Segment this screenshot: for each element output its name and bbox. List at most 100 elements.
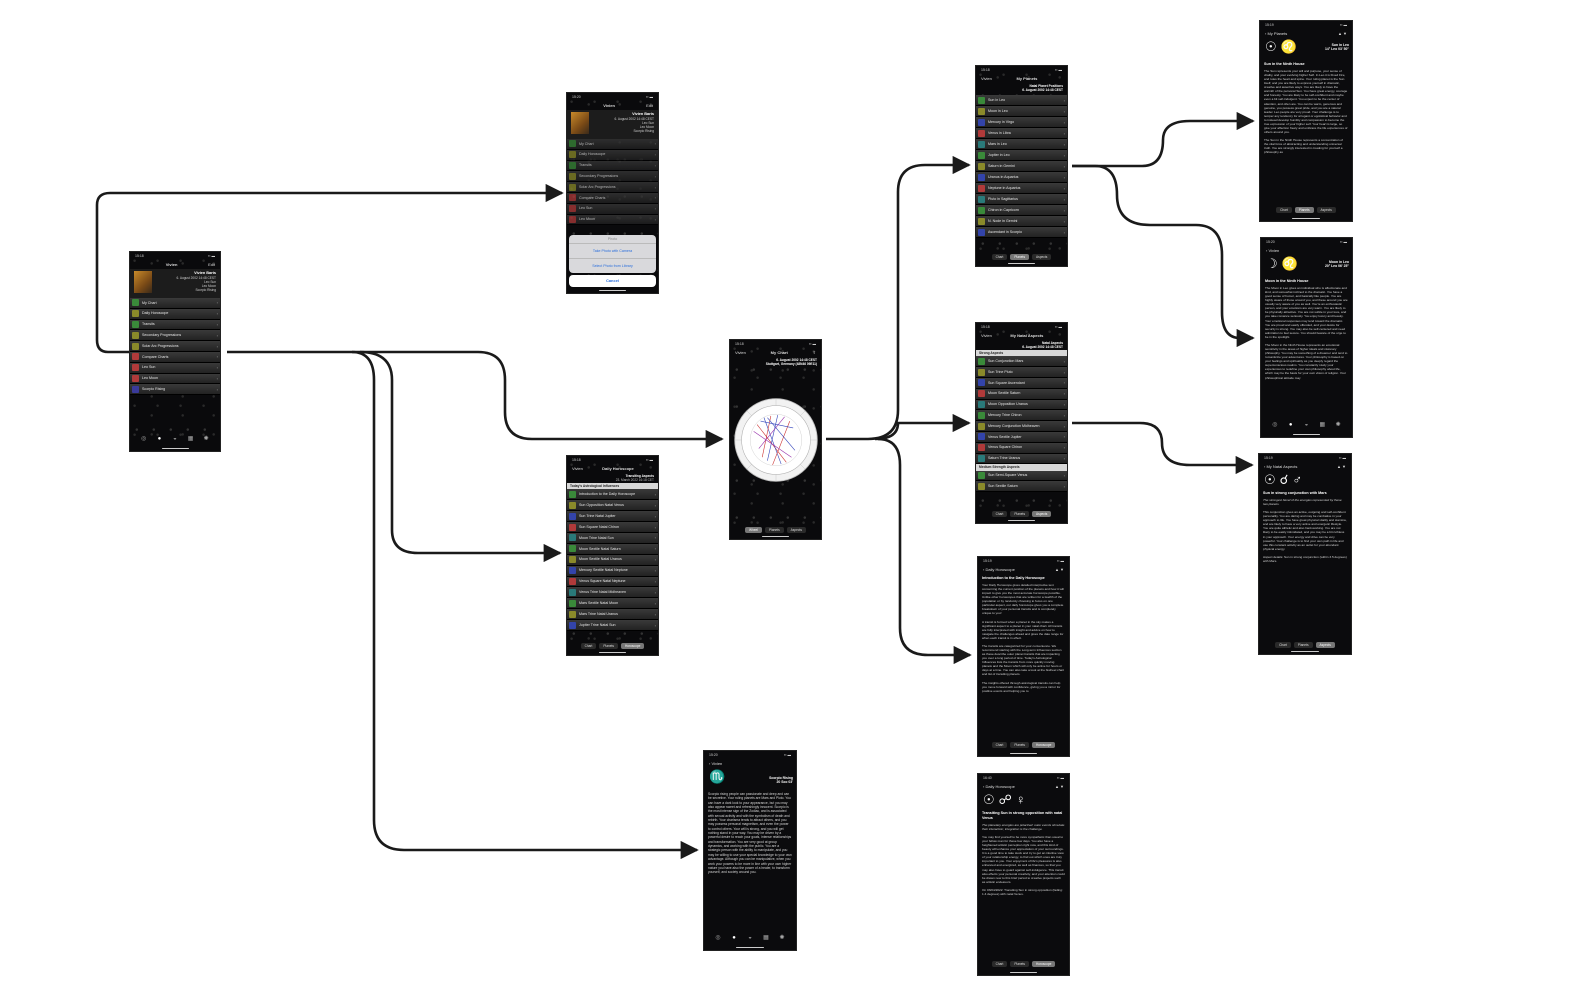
tab-chart[interactable]: Chart — [991, 742, 1008, 748]
menu-item-transits[interactable]: Transits› — [130, 319, 220, 331]
transits-tab-icon[interactable]: ◒ — [1304, 422, 1309, 428]
list-item[interactable]: Jupiter Trine Natal Sun› — [567, 620, 658, 631]
tab-aspects[interactable]: Aspects — [1316, 207, 1336, 213]
tab-planets[interactable]: Planets — [599, 643, 618, 649]
list-item[interactable]: Sun Square Natal Chiron› — [567, 522, 658, 533]
list-item[interactable]: Moon Sextile Natal Uranus› — [567, 554, 658, 566]
list-item[interactable]: Venus Square Chiron› — [976, 442, 1067, 454]
list-item[interactable]: Saturn in Gemini› — [976, 161, 1067, 173]
tab-planets[interactable]: Planets — [765, 527, 784, 533]
tab-wheel[interactable]: Wheel — [744, 527, 763, 533]
menu-item-daily-horoscope[interactable]: Daily Horoscope› — [130, 308, 220, 320]
list-item[interactable]: Venus Sextile Jupiter› — [976, 432, 1067, 443]
list-item[interactable]: Saturn Trine Uranus› — [976, 453, 1067, 465]
select-photo-button[interactable]: Select Photo from Library — [569, 258, 656, 273]
menu-item[interactable]: Secondary Progressions› — [567, 171, 658, 183]
list-item[interactable]: Sun Opposition Natal Venus› — [567, 500, 658, 512]
list-item[interactable]: Sun Semi-Square Venus› — [976, 470, 1067, 482]
edit-button[interactable]: Edit — [208, 262, 215, 267]
list-item[interactable]: Sun Conjunction Mars› — [976, 356, 1067, 368]
list-item[interactable]: Jupiter in Leo› — [976, 150, 1067, 162]
tab-planets[interactable]: Planets — [1010, 961, 1029, 967]
menu-item[interactable]: Daily Horoscope› — [567, 149, 658, 161]
back-button[interactable]: ‹ Vivien — [709, 761, 723, 766]
tab-chart[interactable]: Chart — [580, 643, 597, 649]
menu-item[interactable]: Leo Sun› — [567, 203, 658, 215]
edit-button[interactable]: Edit — [646, 103, 653, 108]
tab-planets[interactable]: Planets — [1293, 642, 1313, 648]
list-item[interactable]: Mercury Conjunction Midheaven› — [976, 421, 1067, 432]
back-button[interactable]: ‹ Daily Horoscope — [983, 567, 1015, 572]
list-item[interactable]: Sun Trine Natal Jupiter› — [567, 511, 658, 523]
tab-aspects[interactable]: Aspects — [786, 527, 807, 533]
calendar-tab-icon[interactable]: ▦ — [1319, 422, 1326, 428]
cancel-button[interactable]: Cancel — [569, 275, 656, 287]
person-tab-icon[interactable]: ● — [732, 935, 736, 941]
tab-chart[interactable]: Chart — [991, 961, 1008, 967]
tab-horoscope[interactable]: Horoscope — [1032, 961, 1056, 967]
up-down-arrows-icon[interactable]: ▲ ▼ — [1054, 567, 1064, 572]
tab-chart[interactable]: Chart — [1276, 207, 1292, 213]
list-item[interactable]: Sun Sextile Saturn› — [976, 481, 1067, 493]
list-item[interactable]: Ascendant in Scorpio› — [976, 227, 1067, 239]
menu-item-scorpio-rising[interactable]: Scorpio Rising› — [130, 384, 220, 396]
charts-tab-icon[interactable]: ◎ — [1272, 422, 1278, 428]
menu-item[interactable]: My Chart› — [567, 139, 658, 150]
list-item[interactable]: Moon Sextile Saturn› — [976, 388, 1067, 400]
list-item[interactable]: Sun in Leo› — [976, 95, 1067, 107]
back-button[interactable]: ‹ Daily Horoscope — [983, 784, 1015, 789]
back-button[interactable]: Vivien — [735, 350, 746, 355]
chart-wheel[interactable] — [733, 397, 819, 483]
list-item[interactable]: Venus Trine Natal Midheaven› — [567, 587, 658, 599]
tab-aspects[interactable]: Aspects — [1032, 511, 1052, 517]
list-item[interactable]: Mars in Leo› — [976, 139, 1067, 151]
tab-planets[interactable]: Planets — [1010, 511, 1030, 517]
menu-item-leo-moon[interactable]: Leo Moon› — [130, 373, 220, 385]
avatar[interactable] — [134, 271, 152, 293]
list-item[interactable]: Sun Square Ascendant› — [976, 378, 1067, 389]
menu-item[interactable]: Transits› — [567, 160, 658, 172]
tab-chart[interactable]: Chart — [1275, 642, 1291, 648]
tab-chart[interactable]: Chart — [991, 254, 1008, 260]
list-item[interactable]: Pluto in Sagittarius› — [976, 194, 1067, 206]
avatar[interactable] — [571, 112, 589, 134]
menu-item[interactable]: Leo Moon› — [567, 214, 658, 226]
list-item[interactable]: Uranus in Aquarius› — [976, 172, 1067, 184]
transits-tab-icon[interactable]: ◒ — [748, 935, 752, 941]
list-item[interactable]: Moon Opposition Uranus› — [976, 399, 1067, 411]
list-item[interactable]: Mercury Sextile Natal Neptune› — [567, 565, 658, 577]
list-item[interactable]: Neptune in Aquarius› — [976, 183, 1067, 195]
list-item[interactable]: Mercury Trine Chiron› — [976, 410, 1067, 422]
list-item[interactable]: Mercury in Virgo› — [976, 117, 1067, 129]
back-button[interactable]: Vivien — [572, 466, 583, 471]
tab-planets[interactable]: Planets — [1294, 207, 1314, 213]
menu-item[interactable]: Compare Charts› — [567, 192, 658, 204]
tab-horoscope[interactable]: Horoscope — [621, 643, 645, 649]
tab-chart[interactable]: Chart — [991, 511, 1008, 517]
menu-item[interactable]: Solar Arc Progressions› — [567, 182, 658, 193]
calendar-tab-icon[interactable]: ▦ — [187, 436, 194, 442]
list-item[interactable]: Sun Trine Pluto› — [976, 367, 1067, 379]
gear-tab-icon[interactable]: ✺ — [779, 935, 785, 941]
list-item[interactable]: Introduction to the Daily Horoscope› — [567, 489, 658, 501]
person-tab-icon[interactable]: ● — [1288, 422, 1293, 428]
list-item[interactable]: Mars Sextile Natal Moon› — [567, 598, 658, 610]
list-item[interactable]: Moon in Leo› — [976, 106, 1067, 118]
up-down-arrows-icon[interactable]: ▲ ▼ — [1336, 464, 1346, 469]
menu-item-secondary-progressions[interactable]: Secondary Progressions› — [130, 330, 220, 342]
menu-item-compare-charts[interactable]: Compare Charts› — [130, 351, 220, 363]
back-button[interactable]: Vivien — [981, 76, 992, 81]
back-button[interactable]: ‹ Vivien — [1266, 248, 1280, 253]
tab-aspects[interactable]: Aspects — [1032, 254, 1052, 260]
list-item[interactable]: Mars Trine Natal Uranus› — [567, 609, 658, 621]
tab-horoscope[interactable]: Horoscope — [1032, 742, 1056, 748]
back-button[interactable]: ‹ My Planets — [1265, 31, 1288, 36]
list-item[interactable]: Moon Trine Natal Sun› — [567, 532, 658, 544]
list-item[interactable]: Venus in Libra› — [976, 128, 1067, 140]
take-photo-button[interactable]: Take Photo with Camera — [569, 243, 656, 258]
tab-planets[interactable]: Planets — [1010, 742, 1029, 748]
person-tab-icon[interactable]: ● — [157, 436, 162, 442]
back-button[interactable]: Vivien — [981, 333, 992, 338]
charts-tab-icon[interactable]: ◎ — [141, 436, 147, 442]
menu-item-my-chart[interactable]: My Chart› — [130, 298, 220, 309]
